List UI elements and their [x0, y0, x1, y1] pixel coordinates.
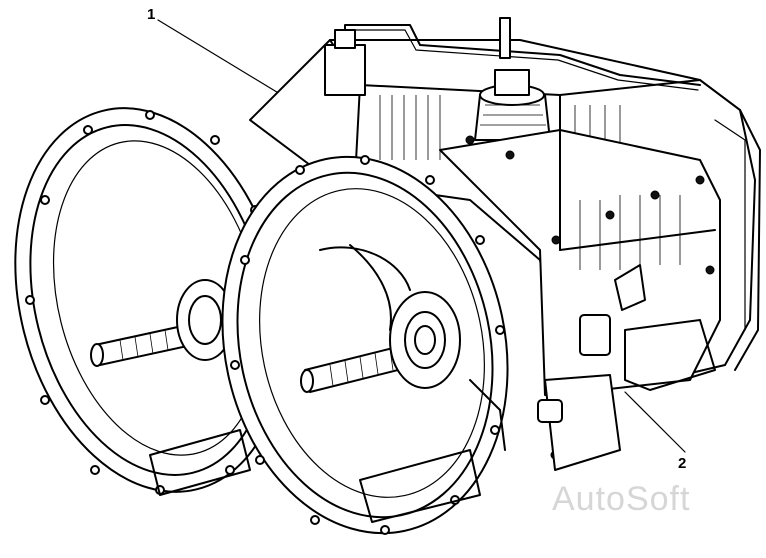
callout-number-2: 2 [678, 455, 687, 472]
top-air-lines [324, 17, 701, 96]
output-end [537, 399, 563, 423]
rear-bell-housing [14, 107, 286, 496]
callout-2-leader [624, 391, 686, 453]
watermark: AutoSoft [552, 480, 691, 518]
callout-1-leader [157, 19, 291, 101]
front-bell-housing [221, 155, 509, 535]
front-gearbox-body [439, 129, 721, 471]
callout-number-1: 1 [147, 6, 156, 23]
